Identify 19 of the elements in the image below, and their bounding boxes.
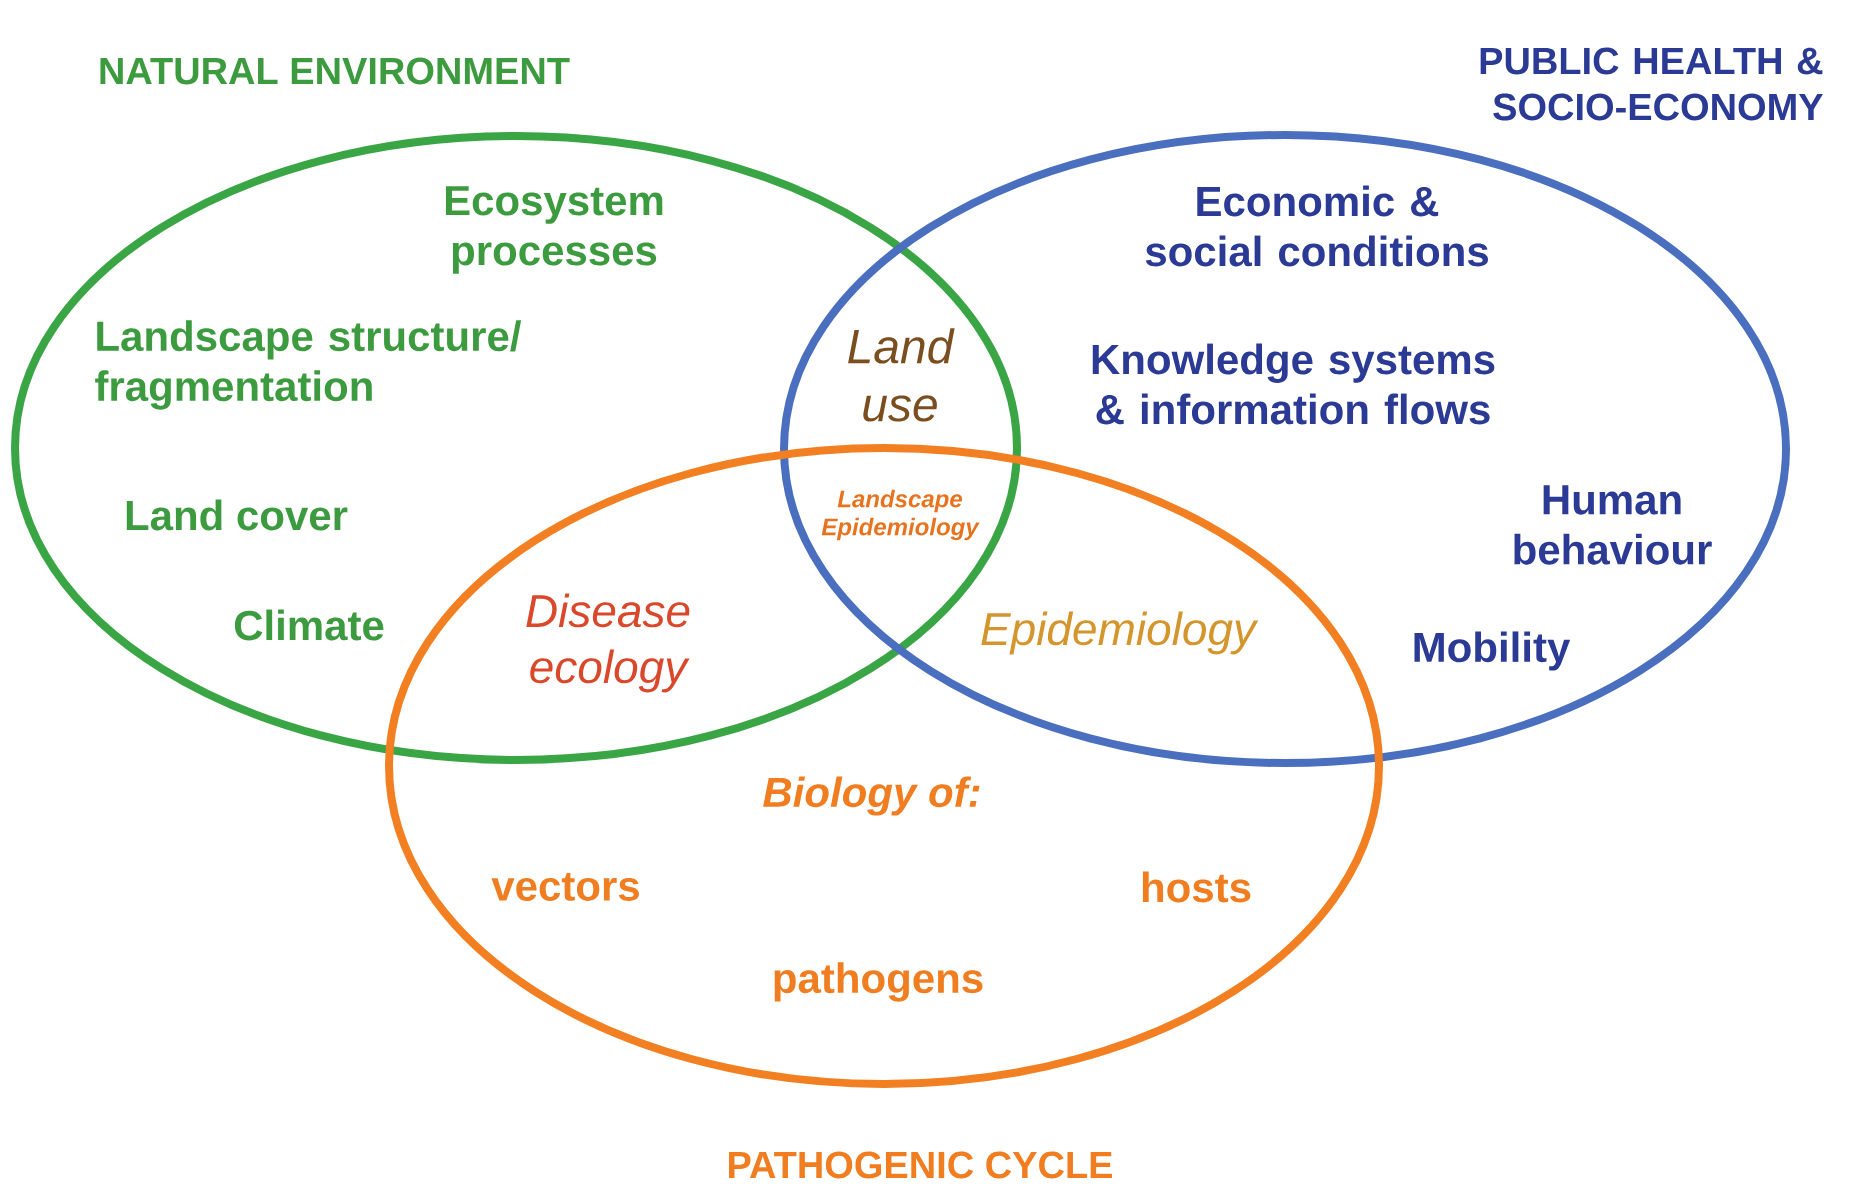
overlap-label: Disease ecology xyxy=(526,593,690,693)
ellipse-text: hosts xyxy=(1142,871,1251,903)
ellipse-text: Landscape structure/ fragmentation xyxy=(95,320,522,410)
overlap-label: Landscape Epidemiology xyxy=(821,489,980,541)
ellipse-text: Knowledge systems & information flows xyxy=(1092,343,1495,425)
heading: PATHOGENIC CYCLE xyxy=(729,1151,1112,1179)
heading: NATURAL ENVIRONMENT xyxy=(100,57,570,85)
ellipse-text: vectors xyxy=(491,873,639,901)
ellipse-text: Land cover xyxy=(126,499,348,531)
ellipse-text: Biology of: xyxy=(763,776,980,816)
ellipse-text: Climate xyxy=(234,609,384,641)
ellipse-text: Human behaviour xyxy=(1514,485,1712,565)
ellipse-text: Mobility xyxy=(1414,631,1571,671)
ellipse-text: pathogens xyxy=(774,962,983,1002)
ellipse-text: Economic & social conditions xyxy=(1145,185,1488,267)
heading: PUBLIC HEALTH & SOCIO-ECONOMY xyxy=(1480,47,1823,121)
overlap-label: Epidemiology xyxy=(981,611,1259,655)
ellipse-text: Ecosystem processes xyxy=(445,186,663,274)
overlap-label: Land use xyxy=(848,328,955,422)
